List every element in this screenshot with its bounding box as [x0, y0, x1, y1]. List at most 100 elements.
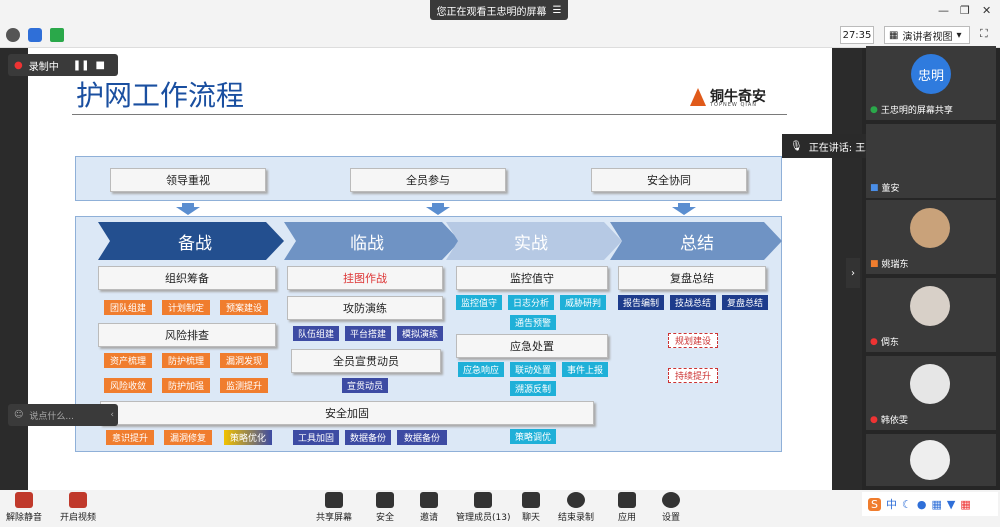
arrow-down-icon	[426, 207, 450, 215]
meeting-timer: 27:35	[840, 26, 874, 44]
task-tag: 溯源反制	[510, 381, 556, 396]
phase-chevrons	[98, 222, 782, 260]
keyboard-icon: ▦	[931, 497, 942, 511]
task-tag: 监控值守	[456, 295, 502, 310]
sogou-icon: S	[868, 497, 881, 511]
view-mode-label: 演讲者视图	[902, 31, 953, 43]
task-tag: 日志分析	[508, 295, 554, 310]
participant-name: 姚瑞东	[881, 260, 909, 270]
record-icon	[567, 492, 585, 508]
task-tag: 数据备份	[397, 430, 447, 445]
step-all: 全员宣贯动员	[291, 349, 441, 373]
participant-tile[interactable]: ■董安	[866, 124, 996, 198]
step-monitor: 监控值守	[456, 266, 608, 290]
task-tag: 监测提升	[220, 378, 268, 393]
settings-button[interactable]: 设置	[662, 492, 680, 523]
participant-name: 倜东	[880, 338, 899, 348]
unmute-button[interactable]: 解除静音	[6, 492, 42, 523]
arrow-down-icon	[678, 203, 690, 208]
task-tag: 防护加强	[162, 378, 210, 393]
invite-label: 邀请	[420, 513, 439, 523]
arrow-down-icon	[182, 203, 194, 208]
user-icon: ■	[870, 258, 879, 269]
ime-tray[interactable]: S 中 ☾ ● ▦ ▼ ▦	[862, 492, 998, 516]
emoji-icon[interactable]: ☺	[14, 410, 24, 420]
participant-tile[interactable]: ■姚瑞东	[866, 200, 996, 274]
fullscreen-icon[interactable]: ⛶	[980, 27, 988, 40]
step-map: 挂图作战	[287, 266, 443, 290]
collapse-icon[interactable]: ‹	[110, 410, 114, 420]
logo-name: 铜牛奇安	[710, 89, 766, 105]
restore-icon[interactable]: ❐	[960, 4, 970, 17]
participant-tile[interactable]: ●倜东	[866, 278, 996, 352]
settings-label: 设置	[662, 513, 681, 523]
bottom-toolbar: 解除静音 开启视频 共享屏幕 安全 邀请 管理成员(13) 聊天 结束录制 应用…	[0, 490, 1000, 527]
phase-label: 临战	[350, 233, 384, 254]
arrow-down-icon	[432, 203, 444, 208]
participant-tile[interactable]: ●韩依雯	[866, 356, 996, 430]
video-label: 开启视频	[60, 513, 97, 523]
chevron-right-icon[interactable]: ›	[846, 258, 860, 288]
info-icon[interactable]	[6, 28, 20, 42]
shield-icon	[376, 492, 394, 508]
task-tag: 漏洞修复	[164, 430, 212, 445]
task-tag: 威胁研判	[560, 295, 606, 310]
close-icon[interactable]: ✕	[982, 4, 992, 17]
mic-off-icon: ●	[870, 336, 878, 347]
task-tag: 数据备份	[345, 430, 391, 445]
avatar	[910, 440, 950, 480]
mic-icon: 🎙	[790, 140, 803, 152]
task-tag: 风险收敛	[104, 378, 152, 393]
chat-label: 聊天	[522, 513, 541, 523]
security-button[interactable]: 安全	[376, 492, 394, 523]
stop-icon[interactable]: ■	[95, 59, 105, 71]
moon-icon: ☾	[901, 497, 912, 511]
future-tag: 规划建设	[668, 333, 718, 348]
participant-tile[interactable]: 忠明 ●王忠明的屏幕共享	[866, 46, 996, 120]
step-security: 安全加固	[100, 401, 594, 425]
invite-button[interactable]: 邀请	[420, 492, 438, 523]
arrow-down-icon	[176, 207, 200, 215]
task-tag: 预案建设	[220, 300, 268, 315]
chat-icon	[522, 492, 540, 508]
slide-title: 护网工作流程	[76, 79, 245, 112]
shield-icon[interactable]	[28, 28, 42, 42]
task-tag: 策略优化	[224, 430, 272, 445]
recording-badge[interactable]: ● 录制中 ❚❚ ■	[8, 54, 118, 76]
share-screen-button[interactable]: 共享屏幕	[316, 492, 352, 523]
avatar	[910, 208, 950, 248]
task-tag: 宣贯动员	[342, 378, 388, 393]
principle-pill: 全员参与	[350, 168, 506, 192]
members-button[interactable]: 管理成员(13)	[456, 492, 510, 523]
apps-button[interactable]: 应用	[618, 492, 636, 523]
sharing-banner[interactable]: 您正在观看王忠明的屏幕 ☰	[430, 0, 568, 20]
speaking-text: 正在讲话: 王忠明;	[808, 142, 889, 154]
menu-icon[interactable]: ☰	[552, 4, 562, 16]
mic-icon: ●	[870, 104, 878, 115]
start-video-button[interactable]: 开启视频	[60, 492, 96, 523]
grid-icon: ▦	[960, 497, 971, 511]
signal-icon[interactable]	[50, 28, 64, 42]
security-label: 安全	[376, 513, 395, 523]
task-tag: 应急响应	[458, 362, 504, 377]
window-titlebar: 您正在观看王忠明的屏幕 ☰ — ❐ ✕	[0, 0, 1000, 22]
avatar	[910, 364, 950, 404]
avatar: 忠明	[911, 54, 951, 94]
arrow-down-icon	[672, 207, 696, 215]
view-mode-button[interactable]: ▦演讲者视图▾	[884, 26, 970, 44]
phase-label: 实战	[514, 233, 548, 254]
phase-label: 备战	[178, 233, 212, 254]
principle-pill: 领导重视	[110, 168, 266, 192]
chat-input[interactable]: ☺ 说点什么... ‹	[8, 404, 118, 426]
pause-icon[interactable]: ❚❚	[72, 59, 90, 71]
end-recording-button[interactable]: 结束录制	[558, 492, 594, 523]
step-org: 组织筹备	[98, 266, 276, 290]
recording-label: 录制中	[28, 61, 59, 73]
participant-tile[interactable]	[866, 434, 996, 486]
minimize-icon[interactable]: —	[938, 4, 949, 17]
record-label: 结束录制	[558, 513, 595, 523]
logo-sub: TOPNEW QIAN	[710, 102, 758, 108]
users-icon	[474, 492, 493, 508]
participant-name: 董安	[881, 184, 900, 194]
chat-button[interactable]: 聊天	[522, 492, 540, 523]
